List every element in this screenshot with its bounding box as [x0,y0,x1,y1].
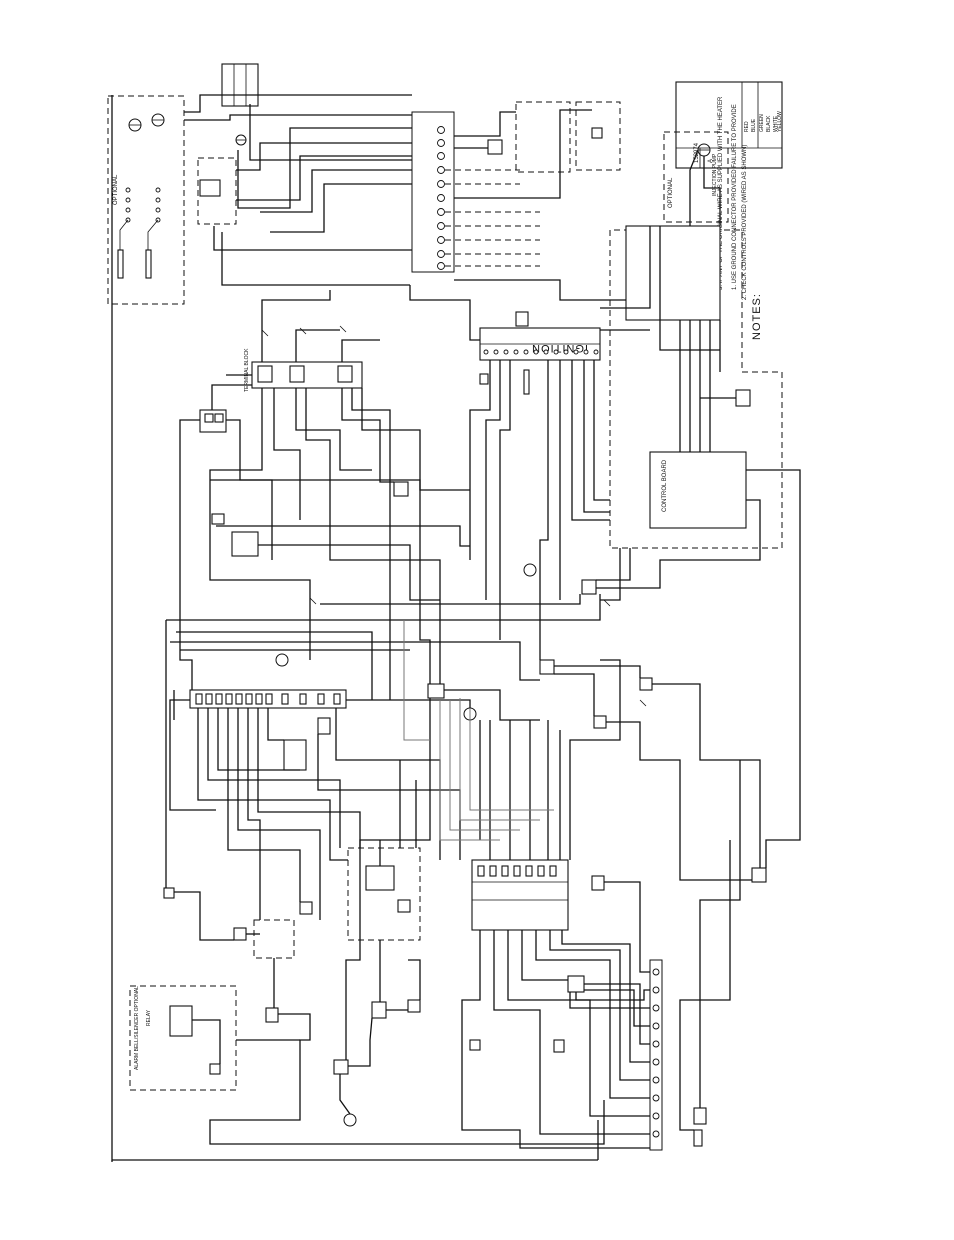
terminal-block-upper: TERMINAL BLOCK [244,348,363,392]
note-1: 1. USE GROUND CONNECTOR PROVIDED FAILURE… [732,104,738,290]
optional-label-top: OPTIONAL [113,174,119,205]
relay-label: RELAY [146,1009,152,1026]
title-block: RED BLUE GREEN BLACK WHITE YELLOW 152974… [675,81,783,169]
frame-wires [111,95,599,1162]
note-3: 3. IF ANY OF THE ORIGINAL WIRE AS SUPPLI… [718,96,724,290]
model-tag [221,63,259,107]
drawing-revision: A [708,159,714,163]
right-sensor [751,867,767,883]
alarm-optional-box: ALARM BELL/SILENCER OPTIONAL RELAY [129,985,237,1091]
legend-white: WHITE [773,115,779,132]
legend-green: GREEN [759,114,765,132]
left-transformer [211,513,259,557]
optional-box-top: OPTIONAL [107,95,185,305]
field-terminal-strip [649,959,707,1151]
alarm-label: ALARM BELL/SILENCER OPTIONAL [134,986,140,1070]
ignition-box: IGNITION [479,311,601,395]
relay-center [393,481,409,497]
relay-left [199,409,227,433]
optional-label-right: OPTIONAL [668,177,674,208]
legend-blue: BLUE [751,118,757,132]
legend-yellow: YELLOW [777,111,783,132]
terminal-block-label: TERMINAL BLOCK [244,348,250,392]
round-components [275,563,537,1127]
control-board-label: CONTROL BOARD [662,459,668,512]
wire-runs [165,94,801,1149]
ignition-enclosure: CONTROL BOARD [609,225,783,549]
control-board-left [189,689,347,771]
center-relays [427,579,653,729]
modulating-control [471,859,569,931]
ignition-label: IGNITION [531,342,588,354]
legend-red: RED [744,121,750,132]
notes-heading: NOTES: [751,293,763,340]
notes: NOTES: 1. USE GROUND CONNECTOR PROVIDED … [718,96,763,340]
optional-relay-box [347,847,421,941]
power-connector [197,134,247,225]
wire-tags [261,325,647,707]
legend-black: BLACK [766,115,772,132]
injection-pump-label: INJECTION PUMP [712,153,718,196]
note-2: 2. CHECK CONTROLS PROVIDED (WIRED AS SHO… [742,145,748,300]
lower-left-devices [163,875,605,1075]
field-wiring-box [487,101,621,173]
secondary-wires [403,620,554,841]
pump-relay-terminals [411,111,540,273]
